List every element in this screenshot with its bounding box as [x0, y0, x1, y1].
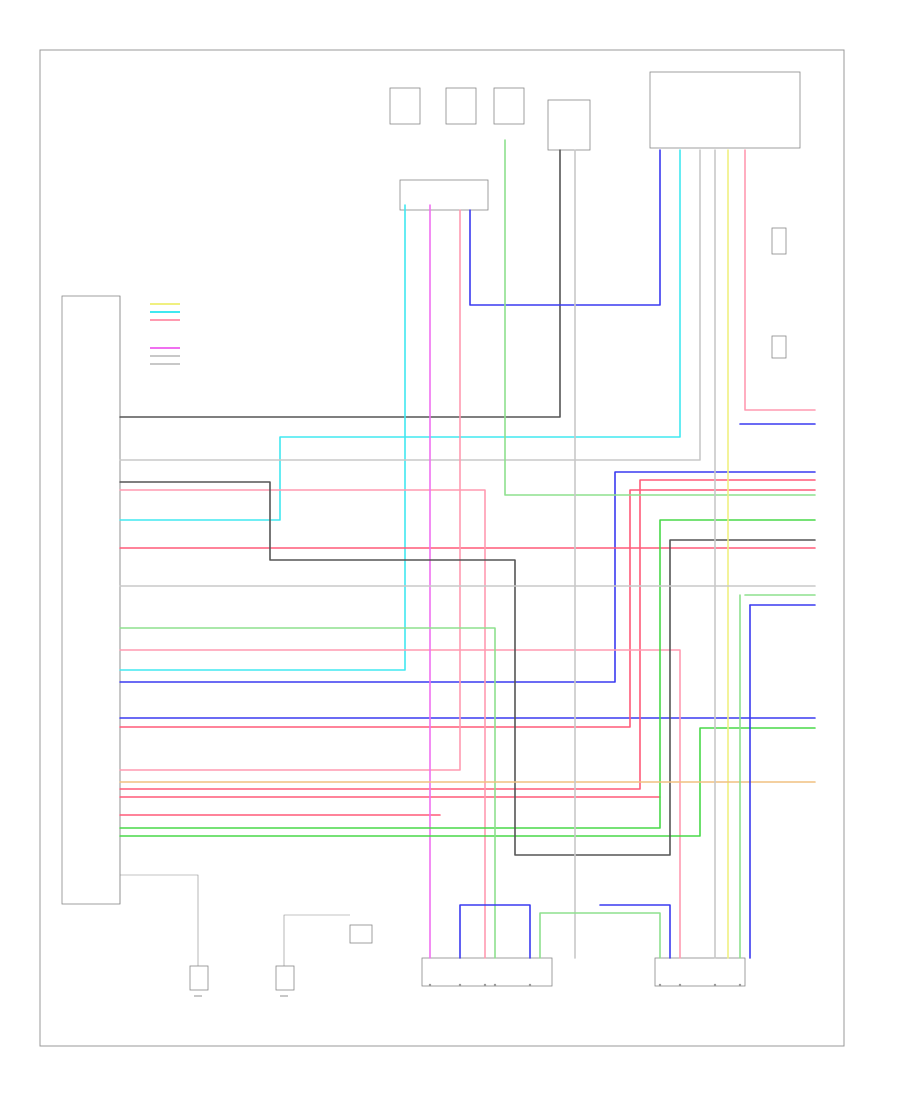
swatch-gray-2: [150, 363, 180, 365]
diagram-frame: [39, 49, 845, 1047]
bottom-connector-center: [421, 957, 553, 987]
ground-sensor-left: [189, 965, 209, 991]
wire-ground-mid: [283, 914, 350, 966]
wire-harness: [119, 139, 816, 966]
wire-red-4: [119, 489, 816, 728]
swatch-pink: [150, 319, 180, 321]
pin-dot: [428, 983, 432, 987]
wire-blue-1: [469, 149, 661, 306]
pin-dot: [458, 983, 462, 987]
control-module-top-right: [649, 71, 801, 149]
fuse-block-2: [445, 87, 477, 125]
wire-light-green-4: [539, 912, 661, 959]
wire-red-2: [119, 479, 816, 790]
bottom-connector-right: [654, 957, 746, 987]
wire-pink-4: [744, 149, 816, 411]
wire-blue-6: [599, 904, 671, 959]
bottom-components: [189, 227, 787, 991]
fuse-block-3: [493, 87, 525, 125]
pin-dot: [493, 983, 497, 987]
wire-blue-5: [459, 904, 531, 959]
connector-top-left: [399, 179, 489, 211]
wire-green-1: [119, 519, 816, 829]
wire-pink-3: [119, 649, 681, 959]
pin-dot: [483, 983, 487, 987]
pin-dot: [738, 983, 742, 987]
fuse-group-top: [389, 71, 801, 211]
wire-cyan-1: [119, 149, 681, 521]
swatch-cyan: [150, 311, 180, 313]
swatch-gray-1: [150, 355, 180, 357]
relay-right-upper: [771, 227, 787, 255]
main-module-left: [61, 295, 121, 905]
wire-light-gray-1: [119, 149, 701, 461]
pin-dot: [713, 983, 717, 987]
swatch-magenta: [150, 347, 180, 349]
wire-pink-1: [119, 489, 486, 959]
relay-box-bottom: [349, 924, 373, 944]
wire-pink-2: [119, 209, 461, 771]
fuse-block-1: [389, 87, 421, 125]
wire-light-green-2: [504, 139, 816, 496]
pin-dot: [658, 983, 662, 987]
wire-cyan-2: [119, 204, 406, 671]
pin-legend-swatches: [150, 303, 180, 365]
pin-dot: [528, 983, 532, 987]
wire-light-green-1: [119, 627, 496, 959]
connector-pins-bottom: [428, 983, 742, 987]
wire-ground-left: [120, 874, 199, 966]
wire-dark-gray-1: [119, 149, 561, 418]
relay-right-lower: [771, 335, 787, 359]
pin-dot: [678, 983, 682, 987]
ground-sensor-mid: [275, 965, 295, 991]
main-module-body: [61, 295, 121, 905]
swatch-yellow: [150, 303, 180, 305]
wire-dark-gray-2: [119, 481, 816, 856]
junction-block-top: [547, 99, 591, 151]
